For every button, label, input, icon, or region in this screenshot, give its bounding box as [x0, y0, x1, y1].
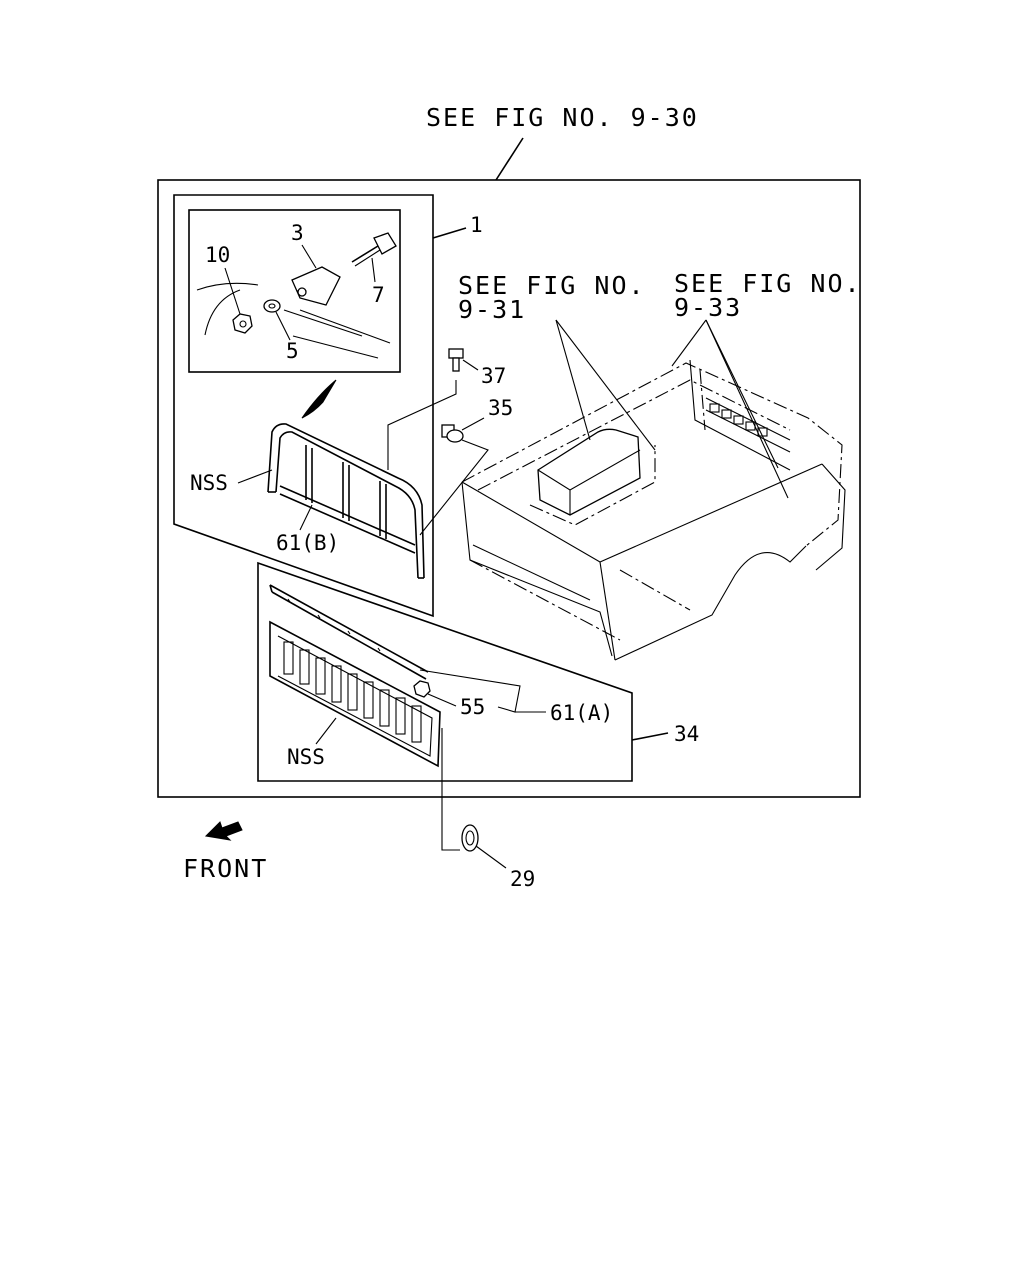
nut-10: [232, 313, 253, 334]
callout-34-leader: [631, 732, 669, 741]
callout-7: 7: [372, 283, 385, 307]
nut-55: [413, 680, 431, 698]
callout-nss-lower: NSS: [287, 745, 325, 769]
ref-fig-9-31-line1: SEE FIG NO.: [458, 271, 646, 300]
detail-inset: [188, 209, 401, 373]
callout-29: 29: [510, 867, 535, 891]
group-1-outline: [173, 194, 434, 618]
ref-fig-9-33-line2: 9-33: [674, 293, 742, 322]
bolt-37: [448, 348, 464, 372]
callout-1: 1: [470, 213, 483, 237]
callout-10: 10: [205, 243, 230, 267]
ref-fig-9-31-line2: 9-31: [458, 295, 526, 324]
callout-55: 55: [460, 695, 485, 719]
washer-5: [263, 299, 281, 313]
bolt-7: [351, 245, 379, 263]
ref-fig-9-30: SEE FIG NO. 9-30: [426, 103, 699, 132]
callout-35: 35: [488, 396, 513, 420]
bracket-3: [291, 266, 341, 306]
guard-frame-61b: [267, 423, 425, 579]
callout-nss-upper: NSS: [190, 471, 228, 495]
group-34-outline: [257, 561, 633, 782]
callout-3: 3: [291, 221, 304, 245]
bolt-35: [441, 424, 464, 443]
callout-61b: 61(B): [276, 531, 339, 555]
front-label: FRONT: [183, 854, 268, 883]
callout-1-leader: [432, 227, 467, 239]
detail-hardware: [196, 232, 397, 359]
callout-34: 34: [674, 722, 699, 746]
detail-pointer: [301, 379, 337, 419]
truck-bed: [461, 359, 846, 661]
outer-frame: [157, 179, 861, 798]
ref-fig-9-33-line1: SEE FIG NO.: [674, 269, 862, 298]
callout-61a: 61(A): [550, 701, 613, 725]
callout-5: 5: [286, 339, 299, 363]
tailgate-61a: [269, 584, 441, 768]
front-arrow-icon: [204, 821, 243, 841]
ref-fig-9-30-leader: [495, 137, 524, 181]
callout-37: 37: [481, 364, 506, 388]
grommet-29: [461, 824, 479, 852]
